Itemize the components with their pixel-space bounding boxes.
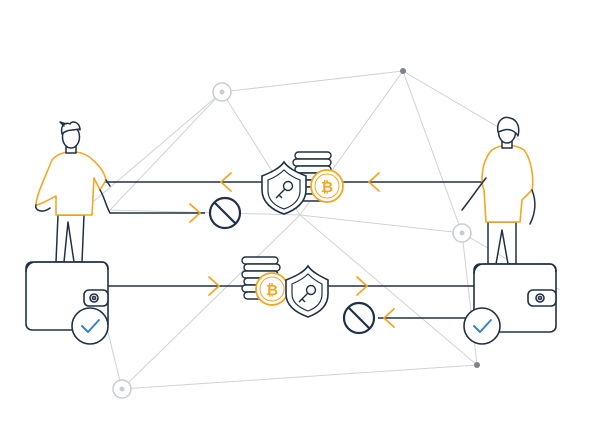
bitcoin-coin-icon: ₿ xyxy=(255,272,289,306)
blocked-icon xyxy=(208,196,242,230)
network-node-icon xyxy=(212,82,232,102)
network-node-icon xyxy=(474,362,480,368)
shield-key-icon xyxy=(285,264,329,318)
svg-text:₿: ₿ xyxy=(266,281,278,299)
network-node-icon xyxy=(400,68,406,74)
blocked-icon xyxy=(342,301,376,335)
bitcoin-coin-icon: ₿ xyxy=(310,169,344,203)
arrow-left-icon xyxy=(383,308,395,328)
person-right-icon xyxy=(461,116,536,265)
network-node-icon xyxy=(452,223,472,243)
arrow-right-icon xyxy=(189,203,201,223)
arrow-left-icon xyxy=(220,172,232,192)
arrow-left-icon xyxy=(368,172,380,192)
check-right-icon xyxy=(463,307,501,345)
arrow-right-icon xyxy=(208,276,220,296)
arrow-right-icon xyxy=(356,276,368,296)
shield-key-icon xyxy=(261,160,307,215)
svg-text:₿: ₿ xyxy=(321,178,333,196)
network-node-icon xyxy=(112,379,132,399)
person-left-icon xyxy=(34,121,111,263)
check-left-icon xyxy=(71,307,109,345)
